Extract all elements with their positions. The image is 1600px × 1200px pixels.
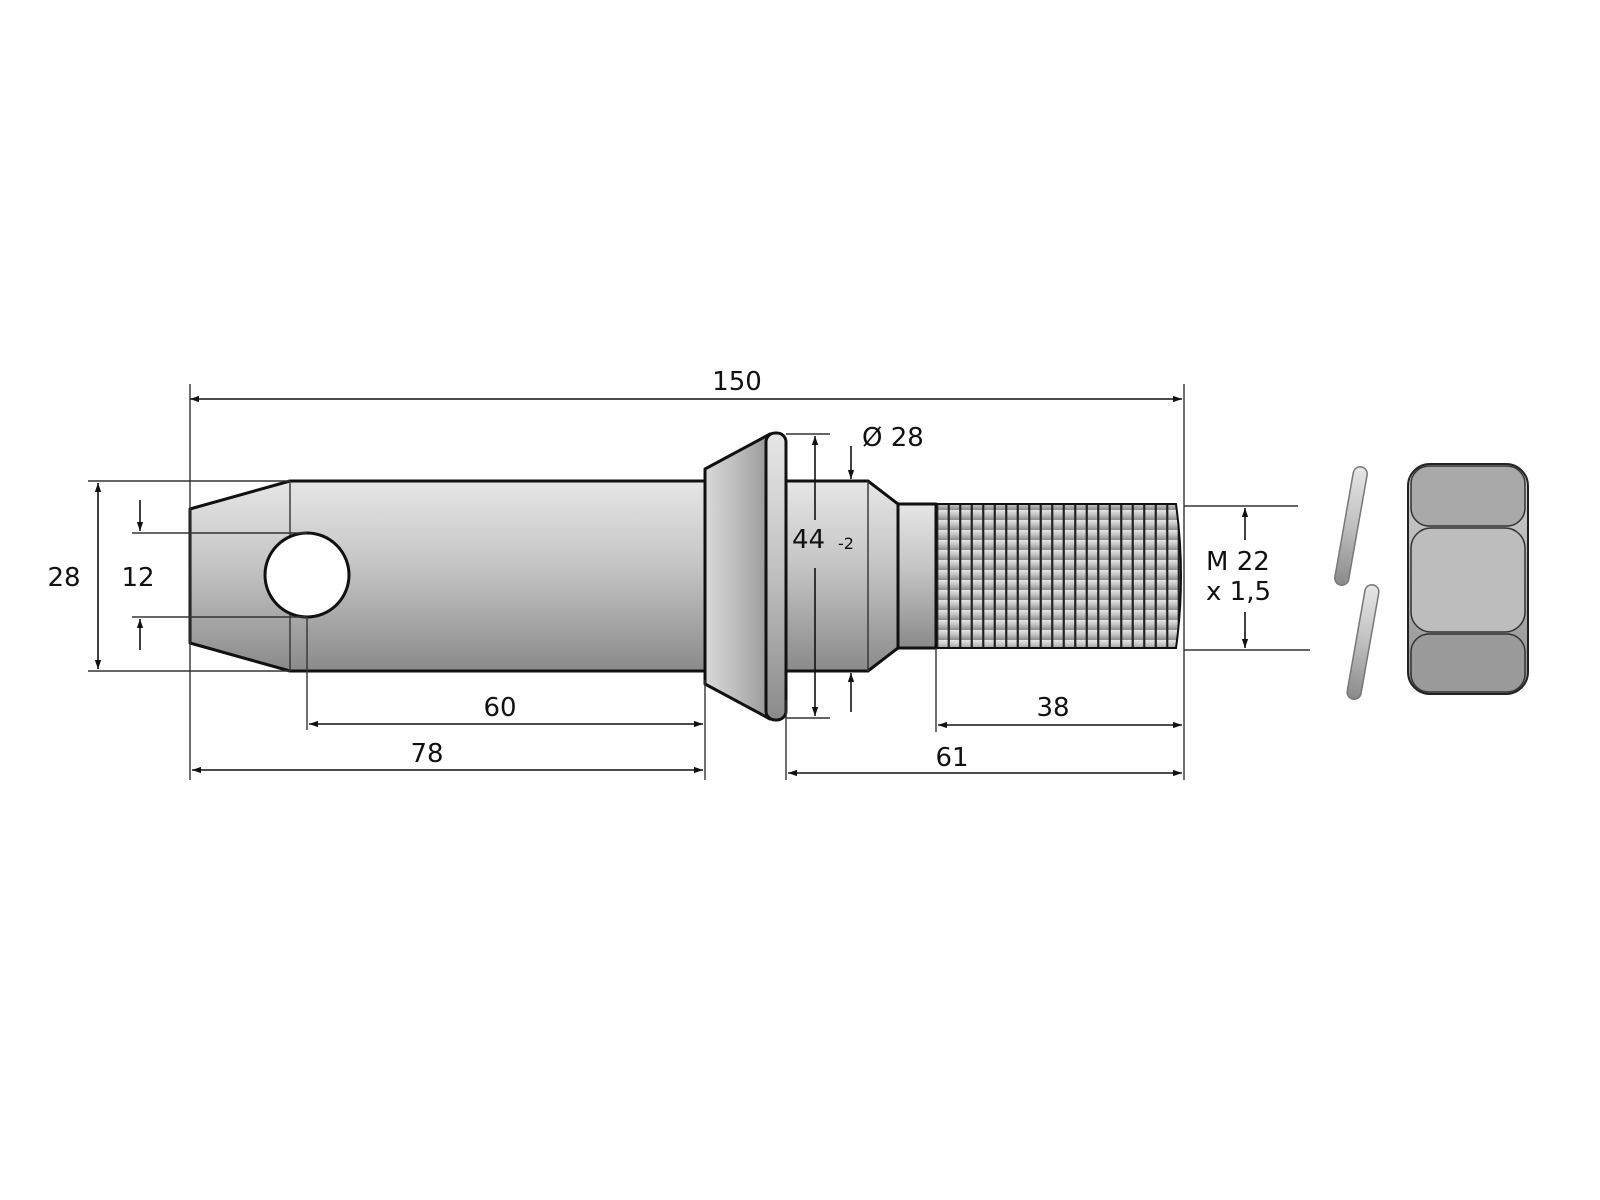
dimension-lines <box>94 395 1249 777</box>
shoulder <box>784 479 900 673</box>
cone-collar <box>703 432 772 721</box>
pin-part <box>188 431 1182 722</box>
thread <box>935 503 1182 649</box>
label-78: 78 <box>410 739 443 769</box>
cross-hole <box>263 531 351 619</box>
label-28: 28 <box>47 563 80 593</box>
label-12: 12 <box>121 563 154 593</box>
hex-nut <box>1407 463 1529 695</box>
washer-upper <box>1334 466 1368 586</box>
label-61: 61 <box>935 743 968 773</box>
label-60: 60 <box>483 693 516 723</box>
label-pitch: x 1,5 <box>1206 577 1271 607</box>
label-150: 150 <box>712 367 762 397</box>
label-44: 44 <box>792 525 825 555</box>
nut-face-bottom <box>1410 633 1526 693</box>
label-d28: Ø 28 <box>862 423 924 453</box>
nut-face-top <box>1410 465 1526 527</box>
dimension-labels: 150 Ø 28 44 -2 28 12 M 22 x 1,5 60 78 38… <box>47 367 1271 773</box>
label-m22: M 22 <box>1206 547 1270 577</box>
washer <box>1334 466 1380 700</box>
label-44-tolerance: -2 <box>838 534 854 553</box>
thread-neck <box>896 502 938 650</box>
washer-lower <box>1346 584 1380 700</box>
extension-lines <box>88 384 1310 780</box>
nut-face-mid <box>1410 527 1526 633</box>
label-38: 38 <box>1036 693 1069 723</box>
collar-ring <box>764 431 788 722</box>
